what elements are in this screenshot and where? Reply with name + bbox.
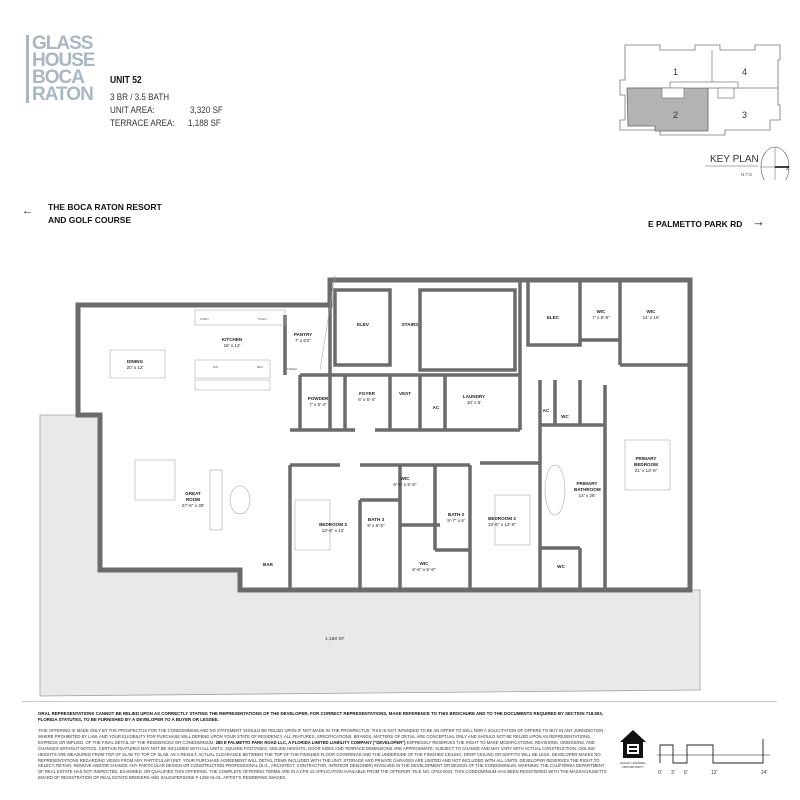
scale-tick: 3' [671,770,675,776]
key-plan-unit-4: 4 [742,67,747,77]
kitchen-counter [194,309,286,326]
logo-line: BOCA [32,67,85,88]
room-vestibule: VEST [399,391,411,396]
key-plan-diagram: 1 4 2 3 KEY PLAN N.T.S Z [619,44,790,180]
key-plan-nts: N.T.S [741,172,752,177]
unit-area-value: 3,320 SF [190,105,223,116]
equal-housing-label: EQUAL HOUSING OPPORTUNITY [620,761,646,769]
coffee-table [229,485,251,515]
room-bar: BAR [263,562,273,567]
unit-title: UNIT 52 [110,75,142,86]
glass-house-logo: GLASS HOUSE BOCA RATON [26,33,96,105]
unit-outer-walls [75,277,693,593]
sectional [209,469,223,531]
bed-2 [494,494,531,546]
direction-left-line2: AND GOLF COURSE [48,215,132,225]
key-plan-unit-1: 1 [673,67,678,77]
sofa [134,459,176,501]
room-wc-2: WC [557,564,565,569]
terrace-area-label: TERRACE AREA: [110,118,175,129]
arrow-right-icon: → [752,214,765,229]
logo-line: GLASS [32,33,93,54]
oven-label: OVEN [258,317,267,321]
scale-tick: 24' [761,770,768,776]
room-ac-2: AC [542,408,550,413]
room-elevator: ELEV [357,322,369,327]
bathtub [544,464,566,516]
scale-bar [657,739,770,764]
logo-line: RATON [32,84,94,105]
oven-label: OVEN [200,317,209,321]
floor-plan: 1,188 SF OVEN OVEN FREEZ DW BEV [39,274,701,697]
equal-housing-icon [620,730,646,758]
arrow-left-icon: ← [22,205,33,217]
room-wc: WC [561,414,569,419]
key-plan-unit-2: 2 [673,110,678,120]
room-ac: AC [432,405,440,410]
freezer-label: FREEZ [287,367,297,371]
scale-tick: 12' [711,770,718,776]
scale-tick: 0' [658,770,662,776]
terrace-area-value: 1,188 SF [188,118,221,129]
key-plan-title: KEY PLAN [710,154,759,165]
room-electrical: ELEC [546,315,560,320]
dishwasher-label: DW [213,365,218,369]
beverage-label: BEV [257,365,263,369]
kitchen-island [194,359,271,379]
unit-beds-baths: 3 BR / 3.5 BATH [110,92,170,103]
terrace-area-label: 1,188 SF [325,636,345,642]
dining-table [109,349,166,379]
bed-3 [294,499,331,551]
north-label: Z [786,166,789,172]
legal-disclaimer-body: THIS OFFERING IS MADE ONLY BY THE PROSPE… [38,728,607,781]
logo-line: HOUSE [32,50,96,71]
room-stairs: STAIRS [401,322,419,327]
furniture [109,274,671,551]
unit-area-label: UNIT AREA: [110,105,155,116]
direction-right: E PALMETTO PARK RD [648,219,743,229]
direction-left-line1: THE BOCA RATON RESORT [48,202,162,212]
scale-tick: 6' [684,770,688,776]
interior-walls [283,278,690,590]
key-plan-unit-3: 3 [742,110,747,120]
primary-bed [624,439,671,491]
legal-disclaimer-bold: ORAL REPRESENTATIONS CANNOT BE RELIED UP… [38,711,603,722]
footer-divider [22,701,777,702]
